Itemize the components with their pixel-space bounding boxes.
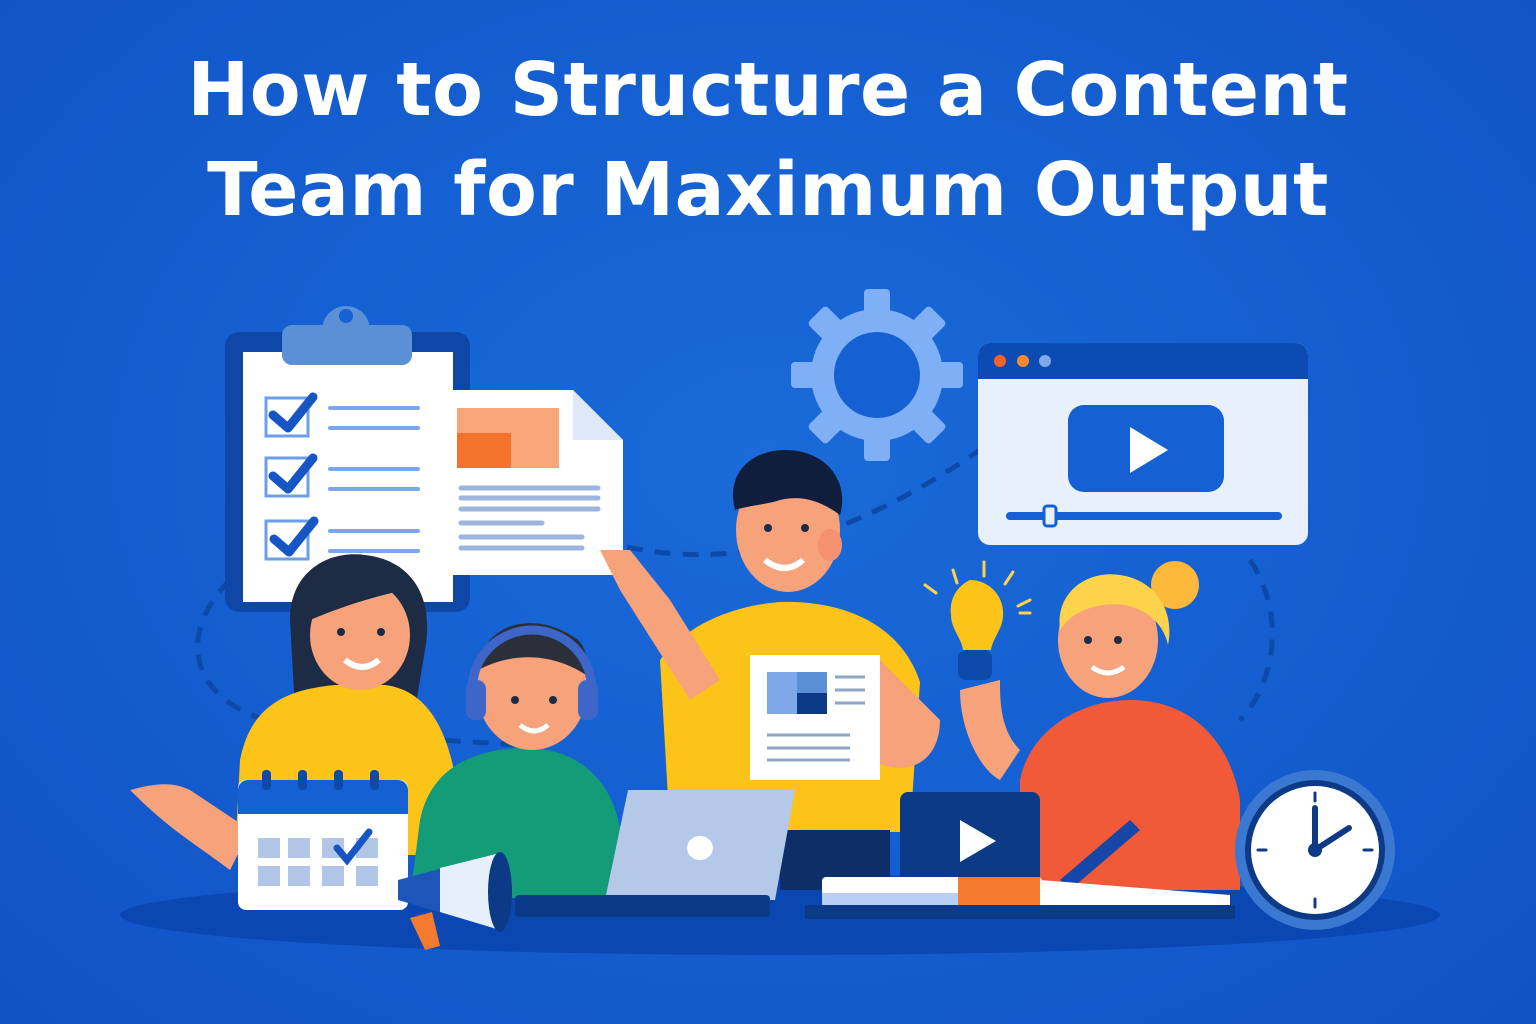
title-line-2: Team for Maximum Output [207,147,1329,233]
video-window [978,343,1308,545]
title-line-1: How to Structure a Content [187,47,1349,133]
page-title: How to Structure a Content Team for Maxi… [0,40,1536,240]
megaphone-icon [398,852,512,950]
woman-right [960,561,1240,890]
play-icon [960,820,996,862]
man-pointing [600,450,940,890]
books [805,877,1235,919]
pen-icon [1060,820,1140,890]
calendar-icon [238,770,408,910]
held-report [750,655,880,780]
laptop-icon [515,790,795,917]
boy-headphones [410,623,620,898]
check-icon [268,392,319,557]
gear-icon [791,289,963,461]
check-icon [333,828,373,866]
lightbulb-icon [923,560,1032,680]
play-icon [1130,427,1168,473]
headphones-icon [467,625,597,691]
document-icon [440,390,623,575]
clock-icon [1235,770,1395,930]
video-tablet [900,792,1040,892]
